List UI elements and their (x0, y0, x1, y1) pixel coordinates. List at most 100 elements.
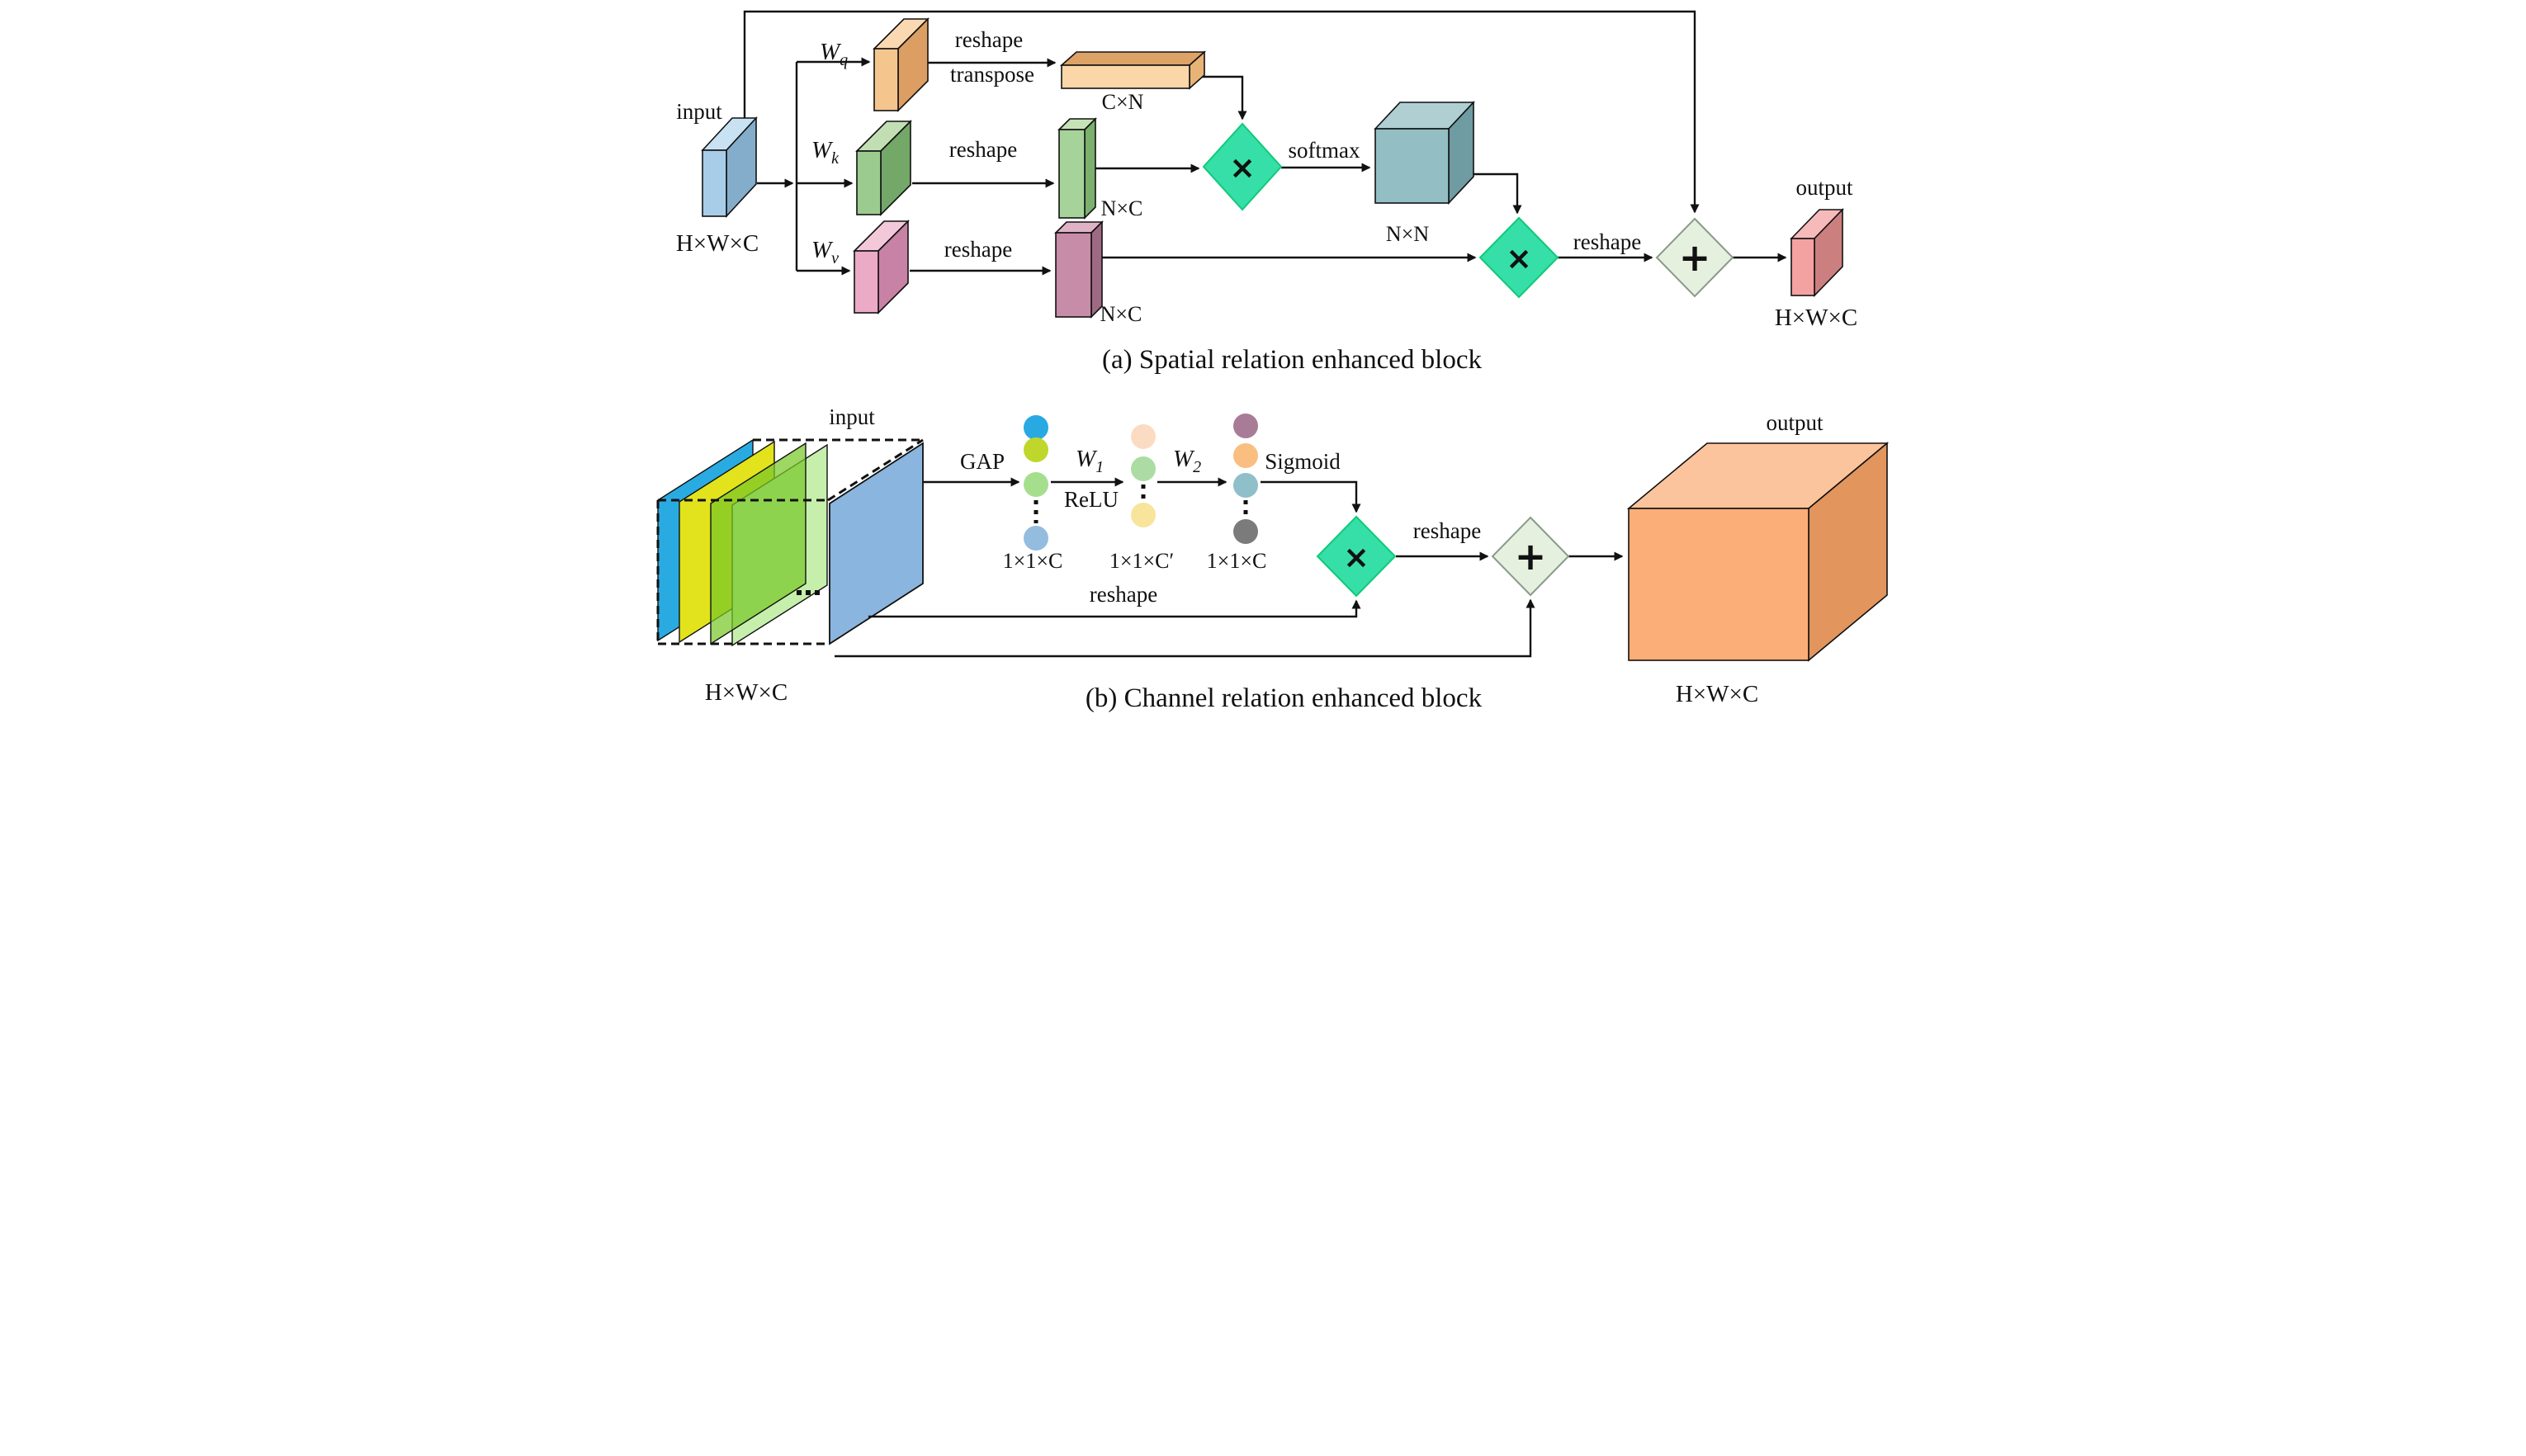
ellipsis-dot (806, 590, 811, 595)
reshape-label-a2: reshape (1573, 229, 1641, 254)
input-plane-b (829, 442, 924, 645)
cn-bar-top (1059, 51, 1207, 66)
dot (1024, 415, 1048, 440)
sigmoid-label: Sigmoid (1265, 449, 1341, 474)
wk-projection-slab (855, 120, 912, 216)
reshape-feed-elbow-arrow (868, 599, 1361, 618)
caption-a: (a) Spatial relation enhanced block (1102, 345, 1482, 375)
wk-sub: k (831, 149, 840, 168)
wk-label: Wk (811, 137, 840, 168)
multiply-diamond-2: × (1478, 216, 1559, 299)
skip-connection-a (743, 10, 1700, 214)
dot (1024, 526, 1048, 551)
output-dims-b: H×W×C (1676, 681, 1758, 707)
add-diamond-b-shape (1491, 516, 1570, 597)
input-dims-b: H×W×C (705, 679, 788, 706)
reshape-label-q: reshape (955, 27, 1023, 52)
nc-value-bar (1054, 220, 1104, 319)
output-b-front (1628, 508, 1809, 661)
wq-slab-front (873, 48, 899, 111)
wq-base: W (820, 39, 842, 65)
vec-c1-label: 1×1×C (1003, 549, 1063, 573)
dot (1131, 456, 1156, 481)
wv-label: Wv (811, 237, 839, 267)
channel-sheet-green (710, 442, 807, 645)
softmax-label: softmax (1289, 138, 1360, 163)
nc-key-front (1058, 129, 1086, 219)
cn-dims-label: C×N (1102, 90, 1144, 114)
nc-key-bar (1057, 117, 1097, 220)
nn-cube-front (1374, 128, 1450, 204)
hidden-vector-dots (1131, 424, 1156, 527)
gap-label: GAP (960, 449, 1005, 474)
add-diamond-b: + (1491, 516, 1570, 597)
wq-sub: q (840, 51, 848, 69)
dot (1131, 424, 1156, 449)
wk-slab-front (856, 150, 882, 215)
multiply-diamond-2-shape (1478, 216, 1559, 299)
panel-b-channel-block: × + input H×W×C GAP W1 ReLU W2 Sigmoid 1… (656, 404, 1890, 713)
multiply-diamond-1-shape (1202, 122, 1283, 211)
dot (1233, 443, 1258, 468)
reshape-label-k: reshape (949, 137, 1017, 162)
input-tensor-a (701, 116, 758, 219)
dot (1131, 503, 1156, 527)
caption-b: (b) Channel relation enhanced block (1086, 683, 1483, 713)
figure-canvas: × × + input H×W×C Wq Wk Wv reshape trans… (632, 0, 1894, 728)
nc-value-front (1055, 232, 1092, 318)
wk-base: W (811, 137, 834, 163)
output-label-a: output (1795, 175, 1853, 200)
output-dims-a: H×W×C (1775, 305, 1857, 331)
wq-label: Wq (820, 39, 848, 69)
w1-sub: 1 (1095, 458, 1104, 476)
multiply-symbol-1: × (1229, 149, 1256, 186)
multiply-symbol-2: × (1506, 240, 1532, 277)
output-label-b: output (1766, 410, 1824, 435)
nn-cube-to-multiply2-elbow (1470, 173, 1522, 215)
w1-base: W (1076, 446, 1098, 472)
transpose-label-q: transpose (950, 62, 1034, 87)
vec-c2-label: 1×1×C (1207, 549, 1267, 573)
add-symbol-a: + (1679, 235, 1711, 280)
cn-tensor-bar (1059, 50, 1207, 90)
architecture-diagram-svg: × × + input H×W×C Wq Wk Wv reshape trans… (656, 10, 1890, 713)
dashed-box-right-diagonal (827, 438, 924, 502)
skip-connection-b (835, 598, 1535, 658)
wv-base: W (811, 237, 834, 263)
ellipsis-dot (797, 590, 802, 595)
ellipsis-dot (815, 590, 820, 595)
w2-sub: 2 (1193, 458, 1201, 476)
cn-to-multiply1-elbow (1190, 75, 1247, 121)
reshape-label-v: reshape (944, 237, 1012, 262)
channel-ellipsis-dots (797, 590, 820, 595)
nn-dims-label: N×N (1386, 222, 1429, 246)
vec-cprime-label: 1×1×C′ (1109, 549, 1174, 573)
wv-sub: v (831, 249, 839, 267)
multiply-diamond-3-shape (1316, 515, 1397, 598)
nc-key-dims-label: N×C (1101, 196, 1143, 220)
dot (1233, 414, 1258, 438)
relu-label: ReLU (1064, 487, 1119, 512)
dot (1024, 472, 1048, 497)
cn-bar-front (1061, 64, 1190, 89)
multiply-symbol-3: × (1343, 539, 1369, 575)
output-tensor-a (1790, 208, 1844, 297)
attention-vector-dots (1233, 414, 1258, 544)
input-label-a: input (676, 99, 722, 124)
reshape-label-b-row: reshape (1413, 518, 1481, 543)
dot (1233, 473, 1258, 498)
w2-base: W (1173, 446, 1195, 472)
dot (1233, 519, 1258, 544)
sigmoid-elbow-arrow (1261, 480, 1361, 513)
input-label-b: input (829, 404, 875, 429)
input-dims-a: H×W×C (676, 230, 759, 257)
reshape-label-b-feed: reshape (1090, 582, 1157, 607)
nc-value-dims-label: N×C (1100, 302, 1142, 326)
wv-slab-front (854, 250, 879, 314)
wq-projection-slab (873, 17, 930, 112)
w2-label: W2 (1173, 446, 1201, 476)
output-cube-b (1626, 442, 1890, 662)
gap-vector-dots (1024, 415, 1048, 551)
add-diamond-a-shape (1655, 217, 1734, 298)
nc-key-side (1084, 117, 1096, 220)
